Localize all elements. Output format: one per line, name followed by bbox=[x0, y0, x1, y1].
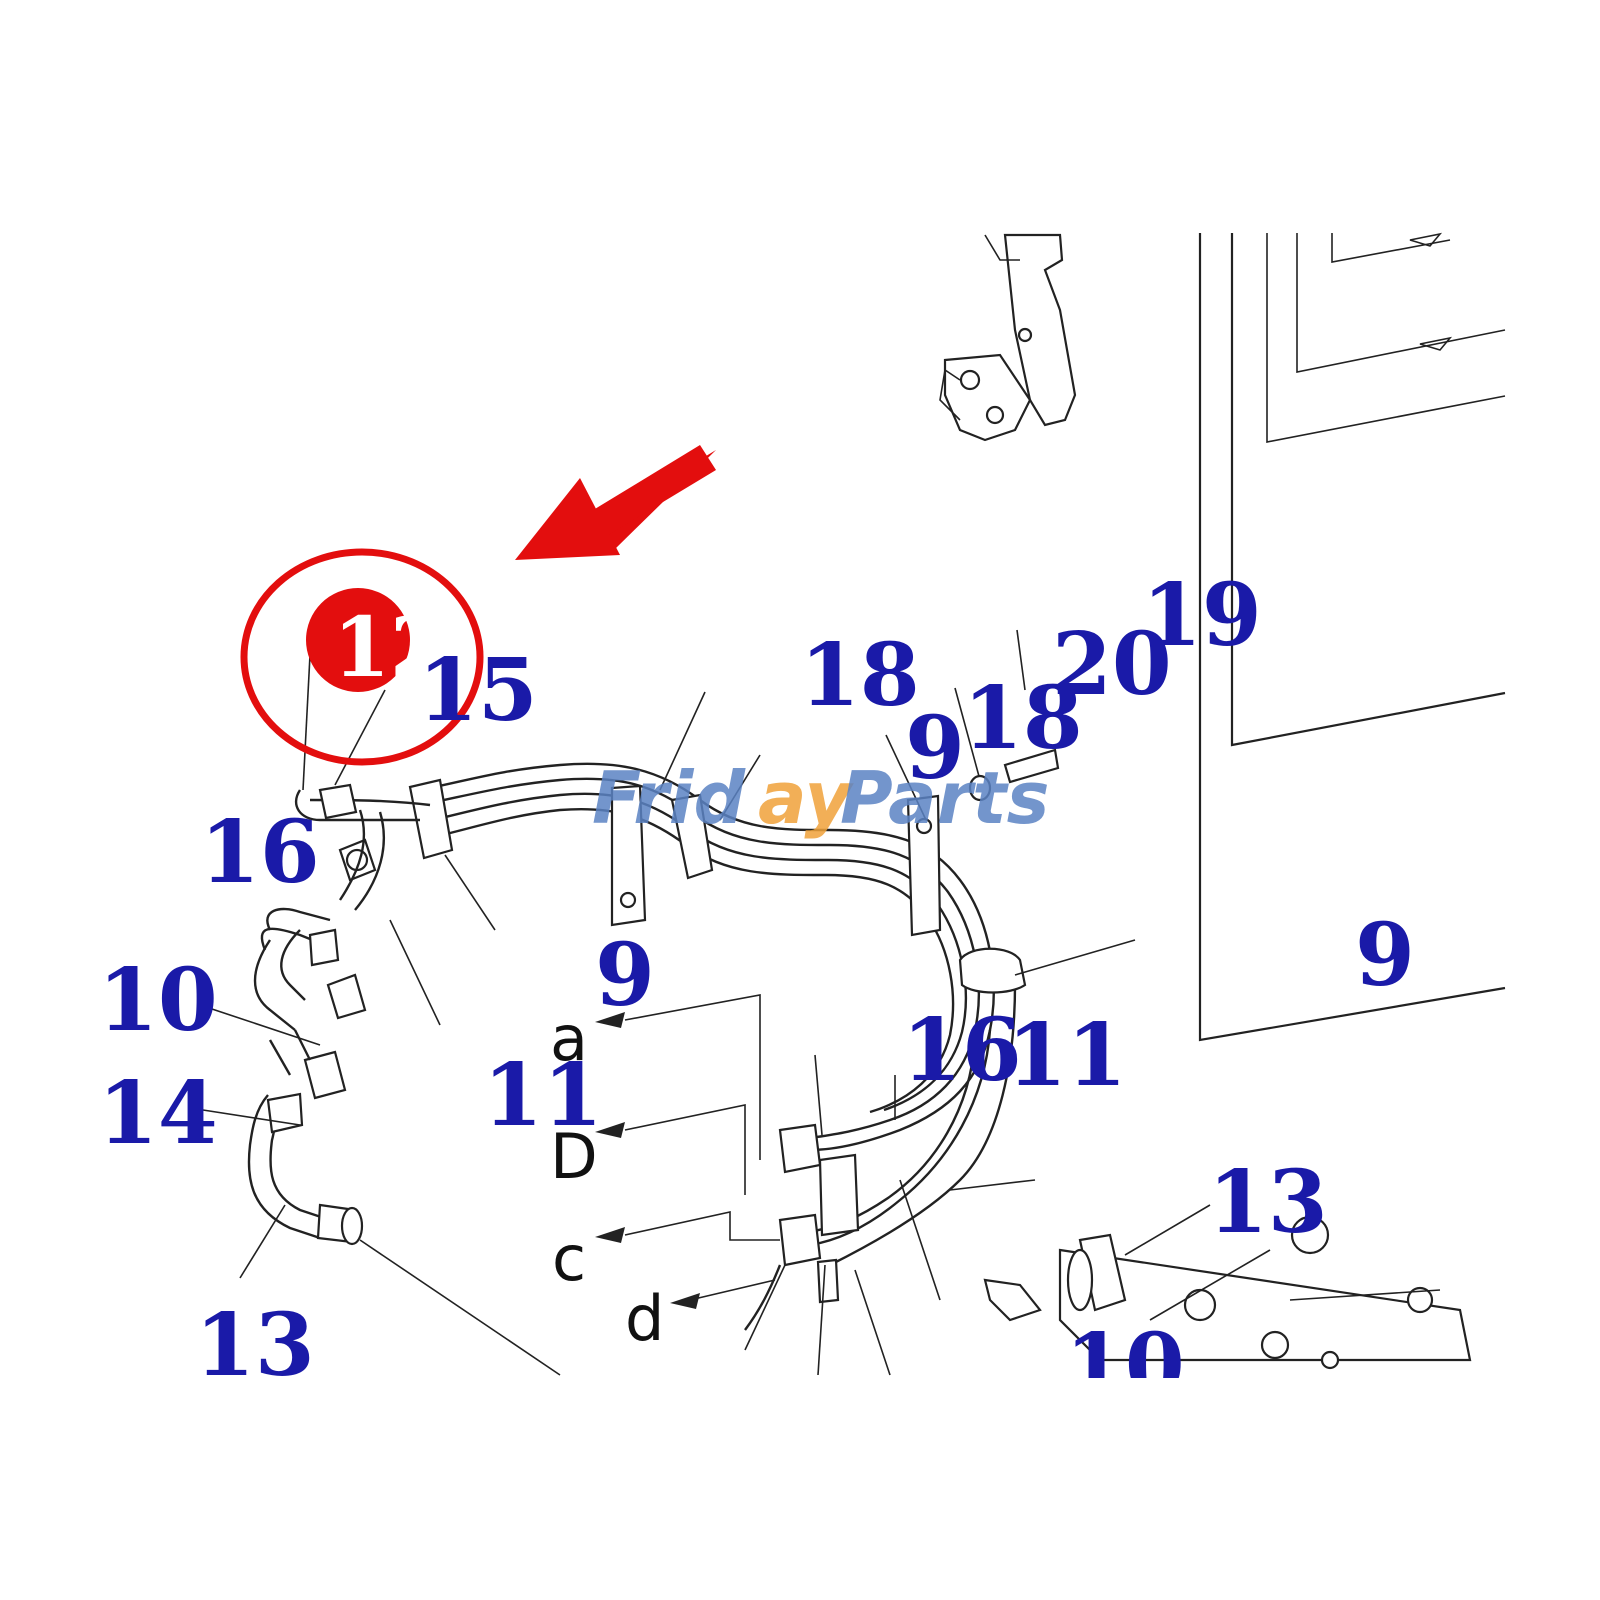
callout-9-door: 9 bbox=[1355, 905, 1415, 1006]
callout-13-right: 13 bbox=[1208, 1152, 1328, 1253]
callout-20: 20 bbox=[1052, 614, 1172, 715]
callouts: 15 16 10 14 13 9 11 18 9 18 20 19 9 16 1… bbox=[98, 565, 1415, 1416]
highlight-ring bbox=[240, 548, 484, 766]
callout-9-bracket: 9 bbox=[905, 698, 965, 799]
callout-11-center: 11 bbox=[483, 1045, 603, 1146]
letter-a: a bbox=[550, 1002, 588, 1075]
pedal-bracket bbox=[939, 233, 1077, 442]
valve-assembly bbox=[983, 1215, 1472, 1370]
callout-16-right: 16 bbox=[902, 1000, 1022, 1101]
left-hose-run bbox=[247, 783, 431, 1246]
leader-lines bbox=[199, 629, 1211, 1376]
callout-10-left: 10 bbox=[98, 950, 218, 1051]
highlight-arrow-head bbox=[515, 478, 620, 560]
letter-d: d bbox=[625, 1282, 664, 1355]
callout-15: 15 bbox=[418, 640, 538, 741]
highlight-arrow-body bbox=[585, 445, 716, 540]
connector-block bbox=[744, 1123, 860, 1331]
watermark: Frid ay Parts bbox=[592, 756, 1050, 840]
highlight-number: 12 bbox=[333, 600, 447, 696]
bottom-margin bbox=[0, 1378, 1600, 1600]
callout-11-right: 11 bbox=[1007, 1005, 1127, 1106]
letter-D: D bbox=[550, 1120, 598, 1193]
highlight: 12 bbox=[240, 445, 716, 766]
callout-9-center: 9 bbox=[595, 925, 655, 1026]
callout-16-left: 16 bbox=[200, 802, 320, 903]
watermark-text-b: ay bbox=[758, 756, 854, 840]
callout-18-bolt: 18 bbox=[963, 668, 1083, 769]
door-panel bbox=[1198, 232, 1506, 1042]
callout-19: 19 bbox=[1142, 565, 1262, 666]
callout-14: 14 bbox=[98, 1063, 218, 1164]
highlight-dot bbox=[306, 588, 410, 692]
watermark-text-c: Parts bbox=[840, 756, 1050, 840]
callout-18-top: 18 bbox=[800, 625, 920, 726]
watermark-text-a: Frid bbox=[592, 756, 746, 840]
hose-bundle bbox=[408, 762, 1027, 1267]
direction-letters: a D c d bbox=[550, 1002, 664, 1355]
letter-c: c bbox=[552, 1222, 586, 1295]
